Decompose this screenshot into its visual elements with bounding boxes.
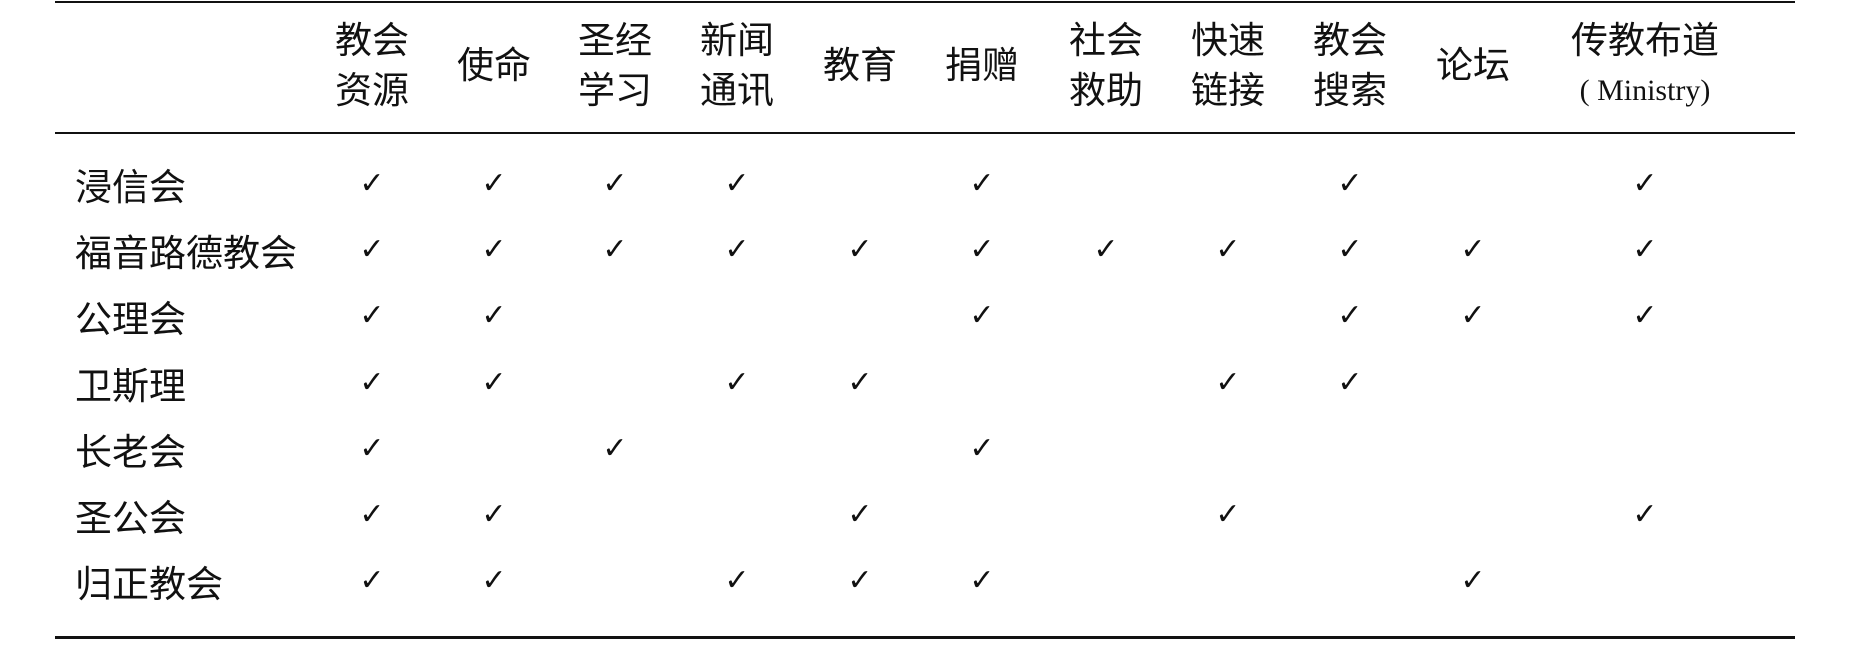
column-header-line1: 社会: [1069, 19, 1143, 62]
check-mark-icon: ✓: [969, 298, 995, 333]
check-mark-icon: ✓: [481, 232, 507, 267]
check-mark-icon: ✓: [359, 298, 385, 333]
bottom-rule: [55, 636, 1795, 639]
check-mark-icon: ✓: [969, 431, 995, 466]
row-label: 公理会: [75, 297, 186, 341]
check-mark-icon: ✓: [481, 497, 507, 532]
check-mark-icon: ✓: [1093, 232, 1119, 267]
column-header-8: 教会搜索: [1295, 0, 1405, 132]
check-mark-icon: ✓: [359, 365, 385, 400]
check-mark-icon: ✓: [359, 166, 385, 201]
header-rule: [55, 132, 1795, 134]
check-mark-icon: ✓: [724, 563, 750, 598]
check-mark-icon: ✓: [969, 166, 995, 201]
check-mark-icon: ✓: [1337, 166, 1363, 201]
check-mark-icon: ✓: [847, 232, 873, 267]
column-header-line2: 学习: [578, 69, 652, 112]
check-mark-icon: ✓: [1632, 232, 1658, 267]
table-row: 归正教会 ✓ ✓ ✓ ✓ ✓ ✓: [0, 547, 1851, 614]
column-header-4: 教育: [805, 0, 915, 132]
check-mark-icon: ✓: [1460, 298, 1486, 333]
column-header-line2: 搜索: [1313, 69, 1387, 112]
table-row: 长老会 ✓ ✓ ✓: [0, 415, 1851, 482]
check-mark-icon: ✓: [1632, 497, 1658, 532]
row-label: 归正教会: [75, 562, 223, 606]
column-header-2: 圣经学习: [560, 0, 670, 132]
column-header-line1: 论坛: [1436, 44, 1510, 87]
check-mark-icon: ✓: [359, 497, 385, 532]
check-mark-icon: ✓: [359, 232, 385, 267]
check-mark-icon: ✓: [1460, 563, 1486, 598]
column-header-7: 快速链接: [1173, 0, 1283, 132]
column-header-5: 捐赠: [927, 0, 1037, 132]
column-header-line1: 圣经: [578, 19, 652, 62]
table-row: 卫斯理 ✓ ✓ ✓ ✓ ✓ ✓: [0, 349, 1851, 416]
row-label: 福音路德教会: [75, 231, 297, 275]
check-mark-icon: ✓: [1337, 365, 1363, 400]
column-header-line1: 新闻: [700, 19, 774, 62]
column-header-6: 社会救助: [1051, 0, 1161, 132]
row-label: 卫斯理: [75, 364, 186, 408]
row-label: 浸信会: [75, 165, 186, 209]
column-header-line1: 教会: [335, 19, 409, 62]
check-mark-icon: ✓: [481, 166, 507, 201]
check-mark-icon: ✓: [602, 431, 628, 466]
row-label: 圣公会: [75, 496, 186, 540]
check-mark-icon: ✓: [602, 232, 628, 267]
column-header-line1: 传教布道: [1571, 19, 1719, 62]
check-mark-icon: ✓: [359, 563, 385, 598]
check-mark-icon: ✓: [1215, 365, 1241, 400]
column-header-line2: 资源: [335, 69, 409, 112]
column-header-line1: 教会: [1313, 19, 1387, 62]
check-mark-icon: ✓: [1632, 166, 1658, 201]
check-mark-icon: ✓: [1337, 232, 1363, 267]
top-rule: [55, 1, 1795, 3]
check-mark-icon: ✓: [724, 232, 750, 267]
row-label: 长老会: [75, 430, 186, 474]
table-row: 浸信会 ✓ ✓ ✓ ✓ ✓ ✓ ✓: [0, 150, 1851, 217]
table-row: 公理会 ✓ ✓ ✓ ✓ ✓ ✓: [0, 282, 1851, 349]
check-mark-icon: ✓: [481, 563, 507, 598]
check-mark-icon: ✓: [1215, 232, 1241, 267]
column-header-0: 教会资源: [317, 0, 427, 132]
check-mark-icon: ✓: [1632, 298, 1658, 333]
check-mark-icon: ✓: [847, 563, 873, 598]
column-header-line1: 使命: [457, 44, 531, 87]
check-mark-icon: ✓: [602, 166, 628, 201]
check-mark-icon: ✓: [724, 166, 750, 201]
check-mark-icon: ✓: [847, 365, 873, 400]
table-row: 福音路德教会 ✓ ✓ ✓ ✓ ✓ ✓ ✓ ✓ ✓ ✓ ✓: [0, 216, 1851, 283]
column-header-10: 传教布道 ( Ministry): [1535, 0, 1755, 132]
check-mark-icon: ✓: [481, 365, 507, 400]
column-header-1: 使命: [439, 0, 549, 132]
check-mark-icon: ✓: [481, 298, 507, 333]
check-mark-icon: ✓: [724, 365, 750, 400]
table-row: 圣公会 ✓ ✓ ✓ ✓ ✓: [0, 481, 1851, 548]
check-mark-icon: ✓: [969, 232, 995, 267]
check-mark-icon: ✓: [1460, 232, 1486, 267]
column-header-line1: 捐赠: [945, 44, 1019, 87]
check-mark-icon: ✓: [359, 431, 385, 466]
check-mark-icon: ✓: [847, 497, 873, 532]
column-header-line1: 快速: [1191, 19, 1265, 62]
check-mark-icon: ✓: [969, 563, 995, 598]
column-header-line2: ( Ministry): [1579, 74, 1711, 107]
column-header-line1: 教育: [823, 44, 897, 87]
column-header-9: 论坛: [1418, 0, 1528, 132]
check-mark-icon: ✓: [1337, 298, 1363, 333]
column-header-3: 新闻通讯: [682, 0, 792, 132]
column-header-line2: 救助: [1069, 69, 1143, 112]
column-header-line2: 通讯: [700, 69, 774, 112]
check-mark-icon: ✓: [1215, 497, 1241, 532]
column-header-line2: 链接: [1191, 69, 1265, 112]
